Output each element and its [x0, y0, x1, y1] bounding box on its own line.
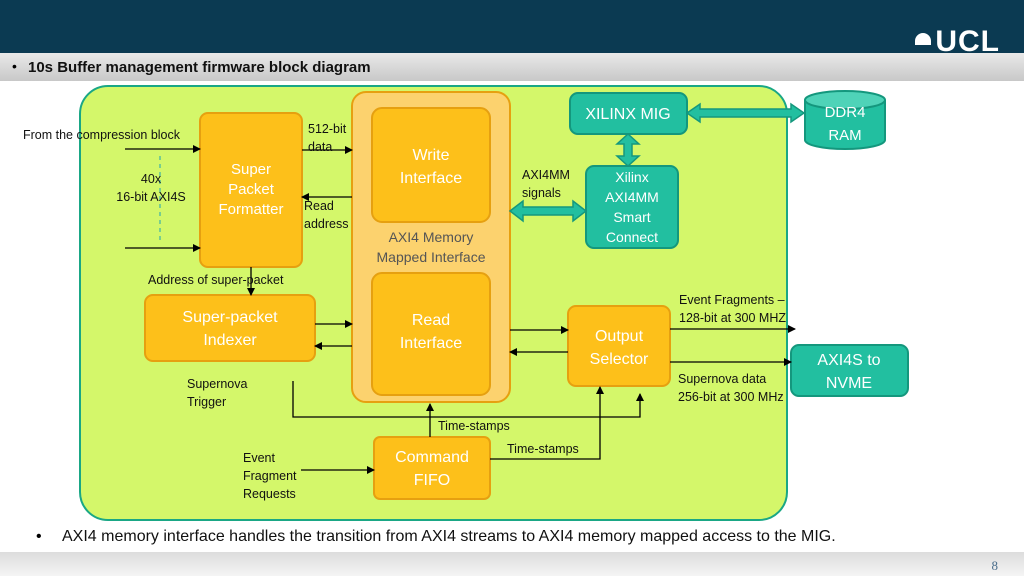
read-interface-block: [371, 272, 491, 396]
supernova-trigger-line: [292, 381, 644, 418]
page-number: 8: [991, 558, 999, 573]
axi4mm-signals-double-arrow: [508, 199, 588, 223]
axi4mm-smart-connect-block: [585, 165, 679, 249]
footer-bullet-icon: •: [36, 528, 42, 545]
mig-smartconnect-double-arrow: [615, 132, 641, 168]
output-selector-block: [567, 305, 671, 387]
title-bar: • 10s Buffer management firmware block d…: [0, 53, 1024, 81]
xilinx-mig-label: XILINX MIG: [585, 106, 670, 123]
timestamps-fifo-to-selector-line: [490, 386, 604, 460]
footer-note: AXI4 memory interface handles the transi…: [62, 528, 836, 545]
event-fragments-out-label: Event Fragments –128-bit at 300 MHZ: [679, 293, 786, 325]
page-title: 10s Buffer management firmware block dia…: [28, 59, 371, 76]
mig-ddr4-double-arrow: [685, 102, 806, 124]
footer-bar: [0, 552, 1024, 576]
top-bar: [0, 0, 1024, 53]
axi4s-to-nvme-block: [790, 344, 909, 397]
bullet-icon: •: [12, 58, 17, 74]
ddr4-ram-cylinder: [804, 90, 886, 150]
time-stamps-label-1: Time-stamps: [438, 419, 510, 433]
address-superpacket-label: Address of super-packet: [148, 273, 284, 287]
super-packet-indexer-block: [144, 294, 316, 362]
command-fifo-block: [373, 436, 491, 500]
from-compression-label: From the compression block: [23, 128, 181, 142]
logo-text: UCL: [935, 25, 1000, 58]
ucl-logo: UCL: [915, 25, 1000, 58]
dome-icon: [915, 33, 932, 45]
write-interface-block: [371, 107, 491, 223]
time-stamps-label-2: Time-stamps: [507, 442, 579, 456]
